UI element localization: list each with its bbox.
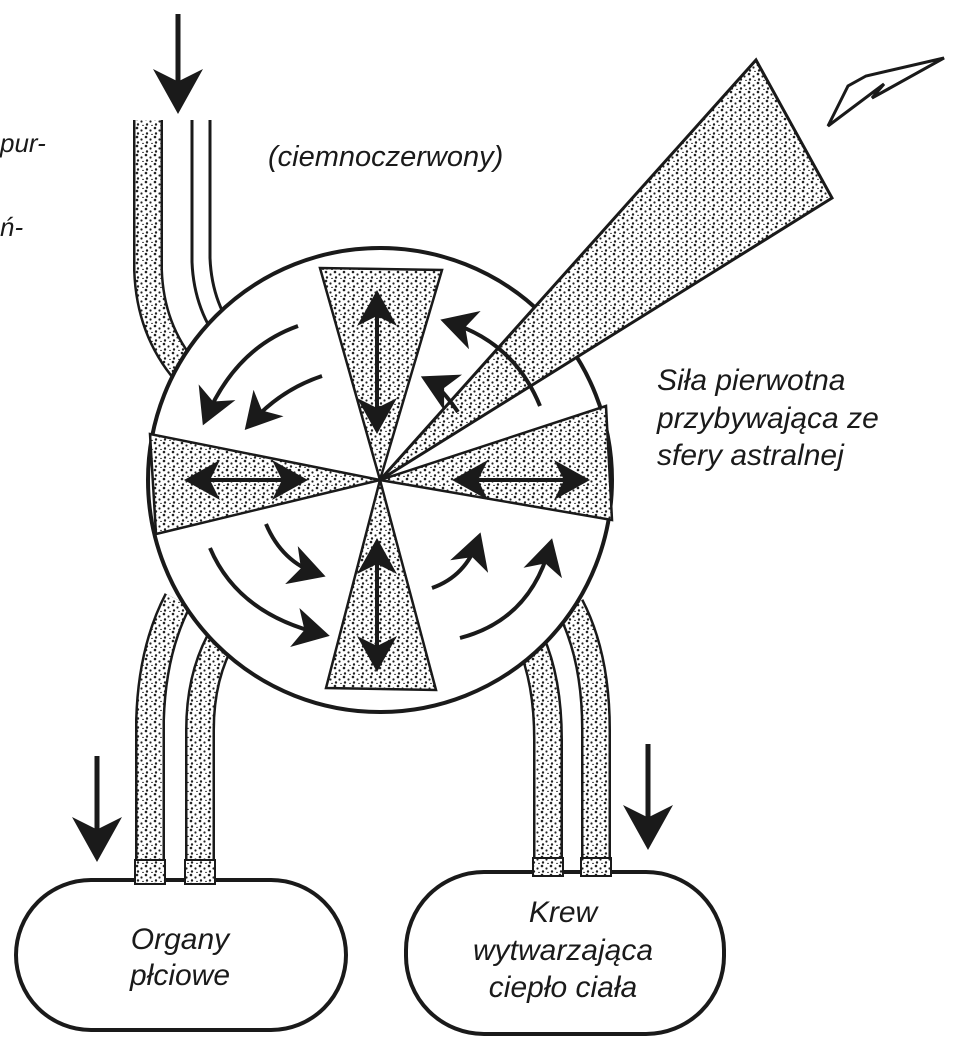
color-note-label: (ciemnoczerwony) bbox=[268, 140, 503, 175]
box-right-line-1: Krew bbox=[418, 894, 708, 932]
primal-force-line-1: Siła pierwotna bbox=[657, 362, 879, 400]
cut-label-top: pur- bbox=[0, 128, 46, 160]
box-right-line-2: wytwarzająca bbox=[418, 932, 708, 970]
box-left-label: Organy płciowe bbox=[30, 922, 330, 994]
primal-force-label: Siła pierwotna przybywająca ze sfery ast… bbox=[657, 362, 879, 475]
cut-label-bottom: ń- bbox=[0, 212, 23, 244]
primal-force-line-3: sfery astralnej bbox=[657, 437, 879, 475]
box-right-label: Krew wytwarzająca ciepło ciała bbox=[418, 894, 708, 1007]
box-left-line-1: Organy bbox=[30, 922, 330, 958]
box-right-line-3: ciepło ciała bbox=[418, 969, 708, 1007]
primal-force-line-2: przybywająca ze bbox=[657, 400, 879, 438]
box-left-line-2: płciowe bbox=[30, 958, 330, 994]
